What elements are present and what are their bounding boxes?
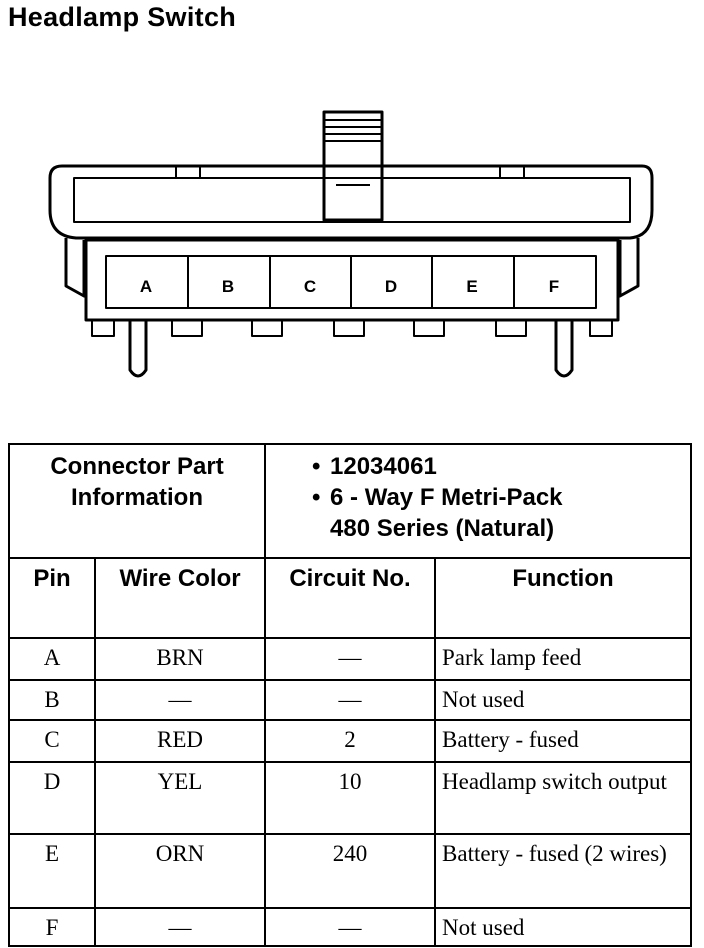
table-row: E ORN 240 Battery - fused (2 wires) [8,833,693,909]
part-info-label: Connector Part Information [7,443,267,559]
circuit-cell: 2 [264,719,437,763]
wire-color-cell: BRN [93,637,267,681]
pin-cell: A [8,637,96,681]
pin-cell: B [8,679,96,721]
page-title: Headlamp Switch [8,2,237,32]
connector-type: 6 - Way F Metri-Pack [308,482,690,513]
connector-series: 480 Series (Natural) [330,515,555,542]
part-info-row: Connector Part Information 12034061 6 - … [7,443,693,559]
part-info-values: 12034061 6 - Way F Metri-Pack 480 Series… [264,443,693,559]
col-header-pin: Pin [8,557,96,639]
wire-color-cell: YEL [93,761,267,835]
circuit-cell: 10 [264,761,437,835]
part-number: 12034061 [308,451,690,482]
table-row: C RED 2 Battery - fused [8,719,693,763]
wire-color-cell: RED [93,719,267,763]
pin-cell: D [8,761,96,835]
pin-cell: F [8,907,96,947]
function-cell: Not used [434,679,693,721]
table-row: A BRN — Park lamp feed [8,637,693,681]
pin-cell: C [8,719,96,763]
connector-drawing: A B C D E F [48,110,654,378]
function-cell: Not used [434,907,693,947]
function-cell: Park lamp feed [434,637,693,681]
col-header-wire-color: Wire Color [93,557,267,639]
circuit-cell: — [264,907,437,947]
table-row: B — — Not used [8,679,693,721]
pin-label-e: E [466,277,477,296]
function-cell: Battery - fused [434,719,693,763]
function-cell: Battery - fused (2 wires) [434,833,693,909]
circuit-cell: — [264,679,437,721]
pin-label-f: F [549,277,559,296]
circuit-cell: — [264,637,437,681]
pin-label-d: D [385,277,397,296]
pin-cell: E [8,833,96,909]
wire-color-cell: — [93,907,267,947]
pin-label-b: B [222,277,234,296]
pin-label-a: A [140,277,152,296]
column-header-row: Pin Wire Color Circuit No. Function [8,557,693,639]
connector-table: Connector Part Information 12034061 6 - … [7,443,693,947]
pin-label-c: C [304,277,316,296]
wire-color-cell: ORN [93,833,267,909]
table-row: F — — Not used [8,907,693,947]
col-header-function: Function [434,557,693,639]
circuit-cell: 240 [264,833,437,909]
col-header-circuit: Circuit No. [264,557,437,639]
table-row: D YEL 10 Headlamp switch output [8,761,693,835]
wire-color-cell: — [93,679,267,721]
function-cell: Headlamp switch output [434,761,693,835]
